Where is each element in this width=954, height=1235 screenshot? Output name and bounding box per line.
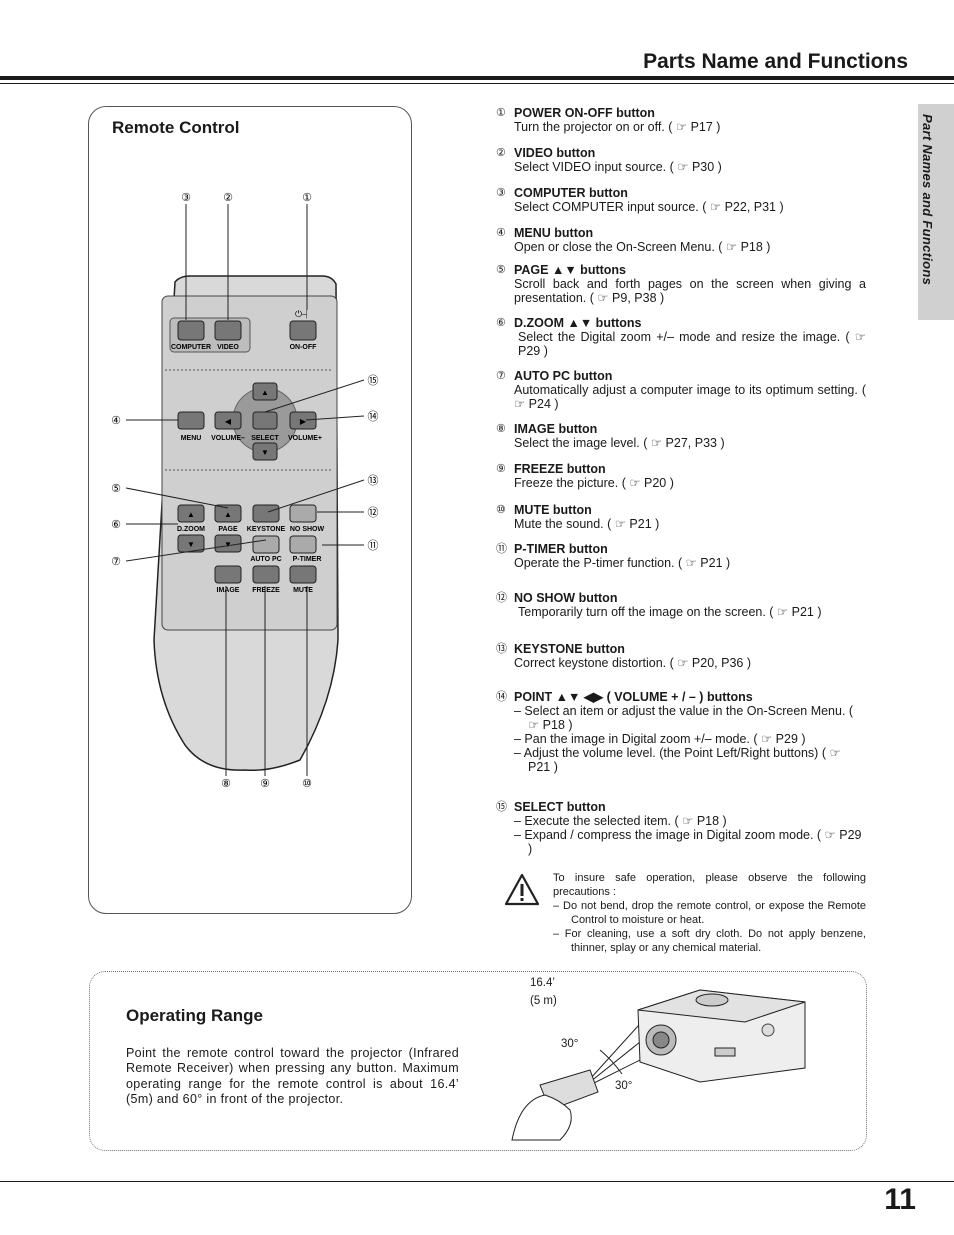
page-up-icon: ▲: [224, 510, 232, 519]
page-number: 11: [884, 1183, 916, 1216]
callout-12: ⑫: [368, 506, 379, 519]
header-rule: [0, 76, 954, 80]
callout-7: ⑦: [111, 556, 121, 568]
angle-lower: 30°: [615, 1080, 633, 1092]
hand-remote-icon: [511, 1069, 599, 1141]
menu-label: MENU: [181, 435, 202, 442]
remote-control-heading: Remote Control: [112, 118, 240, 137]
callout-4: ④: [111, 415, 121, 427]
footer-rule: [0, 1181, 954, 1182]
point-down-button: [252, 442, 278, 461]
callout-3: ③: [181, 192, 191, 204]
dzoom-label: D.ZOOM: [177, 526, 205, 533]
video-button: [214, 320, 242, 341]
computer-button: [177, 320, 205, 341]
operating-range-text: Point the remote control toward the proj…: [126, 1045, 459, 1107]
callout-1: ①: [302, 192, 312, 204]
volume-plus-label: VOLUME+: [288, 435, 322, 442]
operating-range-panel: [89, 971, 867, 1151]
callout-14: ⑭: [368, 410, 379, 423]
freeze-button: [252, 565, 280, 584]
callout-11: ⑪: [368, 539, 379, 552]
distance-meters: (5 m): [530, 995, 557, 1007]
dzoom-up-icon: ▲: [187, 510, 195, 519]
computer-label: COMPUTER: [171, 344, 211, 351]
callout-5: ⑤: [111, 483, 121, 495]
dzoom-up-button: [177, 504, 205, 523]
callout-2: ②: [223, 192, 233, 204]
distance-feet: 16.4’: [530, 977, 555, 989]
power-button: [289, 320, 317, 341]
remote-control-diagram: COMPUTER VIDEO ON-OFF ⏻┥ ▲ ▼ ◀ ▶ MENU VO…: [111, 192, 379, 790]
callout-13: ⑬: [368, 474, 379, 487]
keystone-label: KEYSTONE: [247, 526, 286, 533]
video-label: VIDEO: [217, 344, 239, 351]
remote-control-panel: [88, 106, 412, 914]
auto-pc-label: AUTO PC: [250, 556, 281, 563]
power-symbol-icon: ⏻┥: [295, 309, 311, 319]
p-timer-button: [289, 535, 317, 554]
warning-icon: [504, 873, 540, 906]
callout-8: ⑧: [221, 778, 231, 790]
operating-range-heading: Operating Range: [126, 1006, 263, 1025]
callout-15: ⑮: [368, 374, 379, 387]
side-tab-label: Part Names and Functions: [920, 114, 935, 286]
volume-plus-button: [289, 411, 317, 430]
callout-9: ⑨: [260, 778, 270, 790]
image-label: IMAGE: [217, 587, 240, 594]
auto-pc-button: [252, 535, 280, 554]
page-up-button: [214, 504, 242, 523]
page-title: Parts Name and Functions: [643, 50, 908, 73]
no-show-label: NO SHOW: [290, 526, 325, 533]
header-rule-thin: [0, 83, 954, 84]
volume-minus-label: VOLUME–: [211, 435, 245, 442]
page-down-icon: ▼: [224, 540, 232, 549]
angle-upper: 30°: [561, 1038, 579, 1050]
operating-range-illustration: [511, 989, 806, 1141]
no-show-button: [289, 504, 317, 523]
caution-notice: To insure safe operation, please observe…: [553, 872, 866, 954]
callout-6: ⑥: [111, 519, 121, 531]
projector-icon: [637, 989, 806, 1083]
page-label: PAGE: [218, 526, 238, 533]
select-label: SELECT: [251, 435, 279, 442]
side-tab: Part Names and Functions: [918, 104, 954, 320]
leader-lines: [125, 204, 365, 776]
freeze-label: FREEZE: [252, 587, 280, 594]
dzoom-down-icon: ▼: [187, 540, 195, 549]
callout-10: ⑩: [302, 778, 312, 790]
p-timer-label: P-TIMER: [293, 556, 322, 563]
volume-minus-button: [214, 411, 242, 430]
select-button: [252, 411, 278, 430]
arrow-left-icon: ◀: [225, 417, 232, 426]
on-off-label: ON-OFF: [290, 344, 318, 351]
point-up-button: [252, 382, 278, 401]
arrow-right-icon: ▶: [300, 417, 307, 426]
mute-label: MUTE: [293, 587, 313, 594]
arrow-down-icon: ▼: [261, 448, 269, 457]
image-button: [214, 565, 242, 584]
dzoom-down-button: [177, 534, 205, 553]
mute-button: [289, 565, 317, 584]
keystone-button: [252, 504, 280, 523]
arrow-up-icon: ▲: [261, 388, 269, 397]
menu-button: [177, 411, 205, 430]
